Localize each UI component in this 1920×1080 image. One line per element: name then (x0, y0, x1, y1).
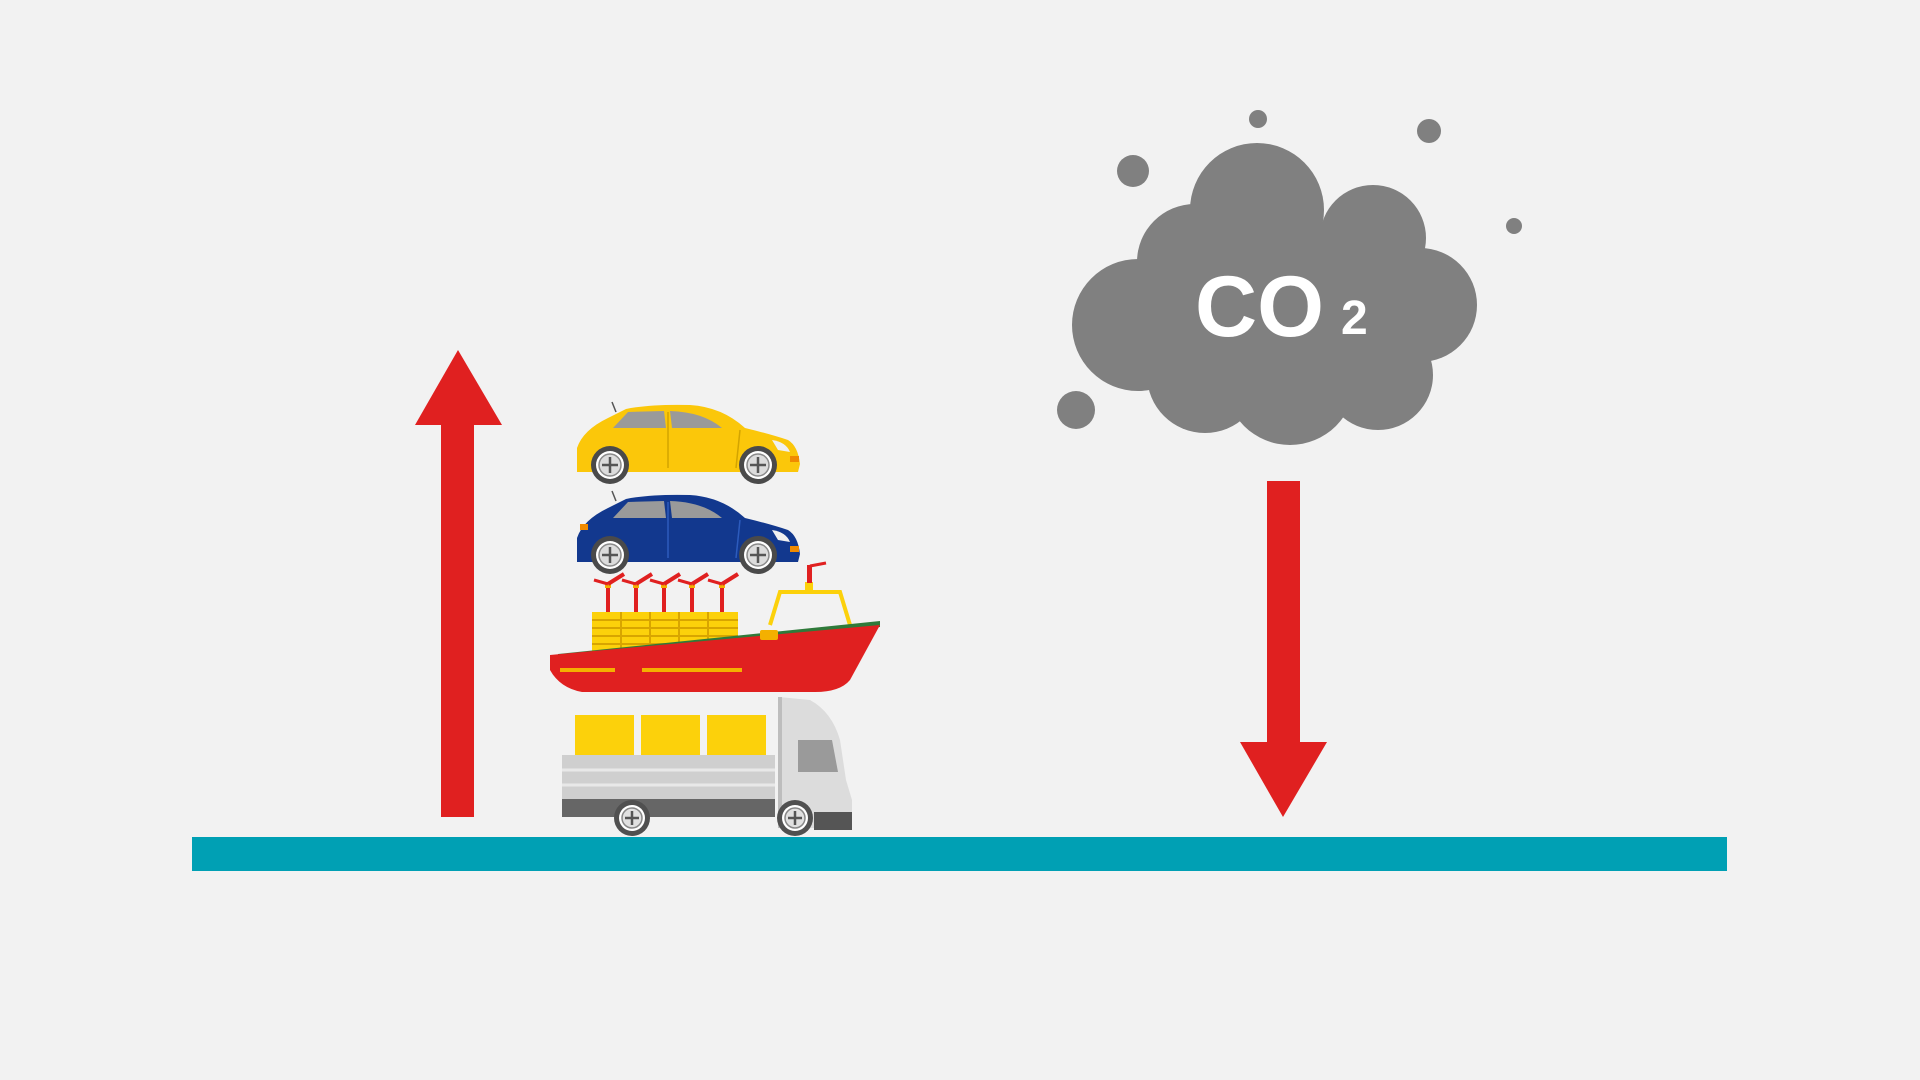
ground-line (192, 837, 1727, 871)
co2-subscript: 2 (1341, 292, 1368, 345)
up-arrow-icon (415, 350, 502, 817)
down-arrow-icon (1240, 481, 1327, 817)
co2-label: CO (1195, 259, 1324, 355)
truck-icon (562, 697, 852, 838)
co2-cloud-icon: CO 2 (1057, 110, 1522, 445)
cargo-ship-icon (550, 561, 880, 692)
blue-car-icon (577, 490, 800, 576)
yellow-car-icon (577, 401, 800, 486)
